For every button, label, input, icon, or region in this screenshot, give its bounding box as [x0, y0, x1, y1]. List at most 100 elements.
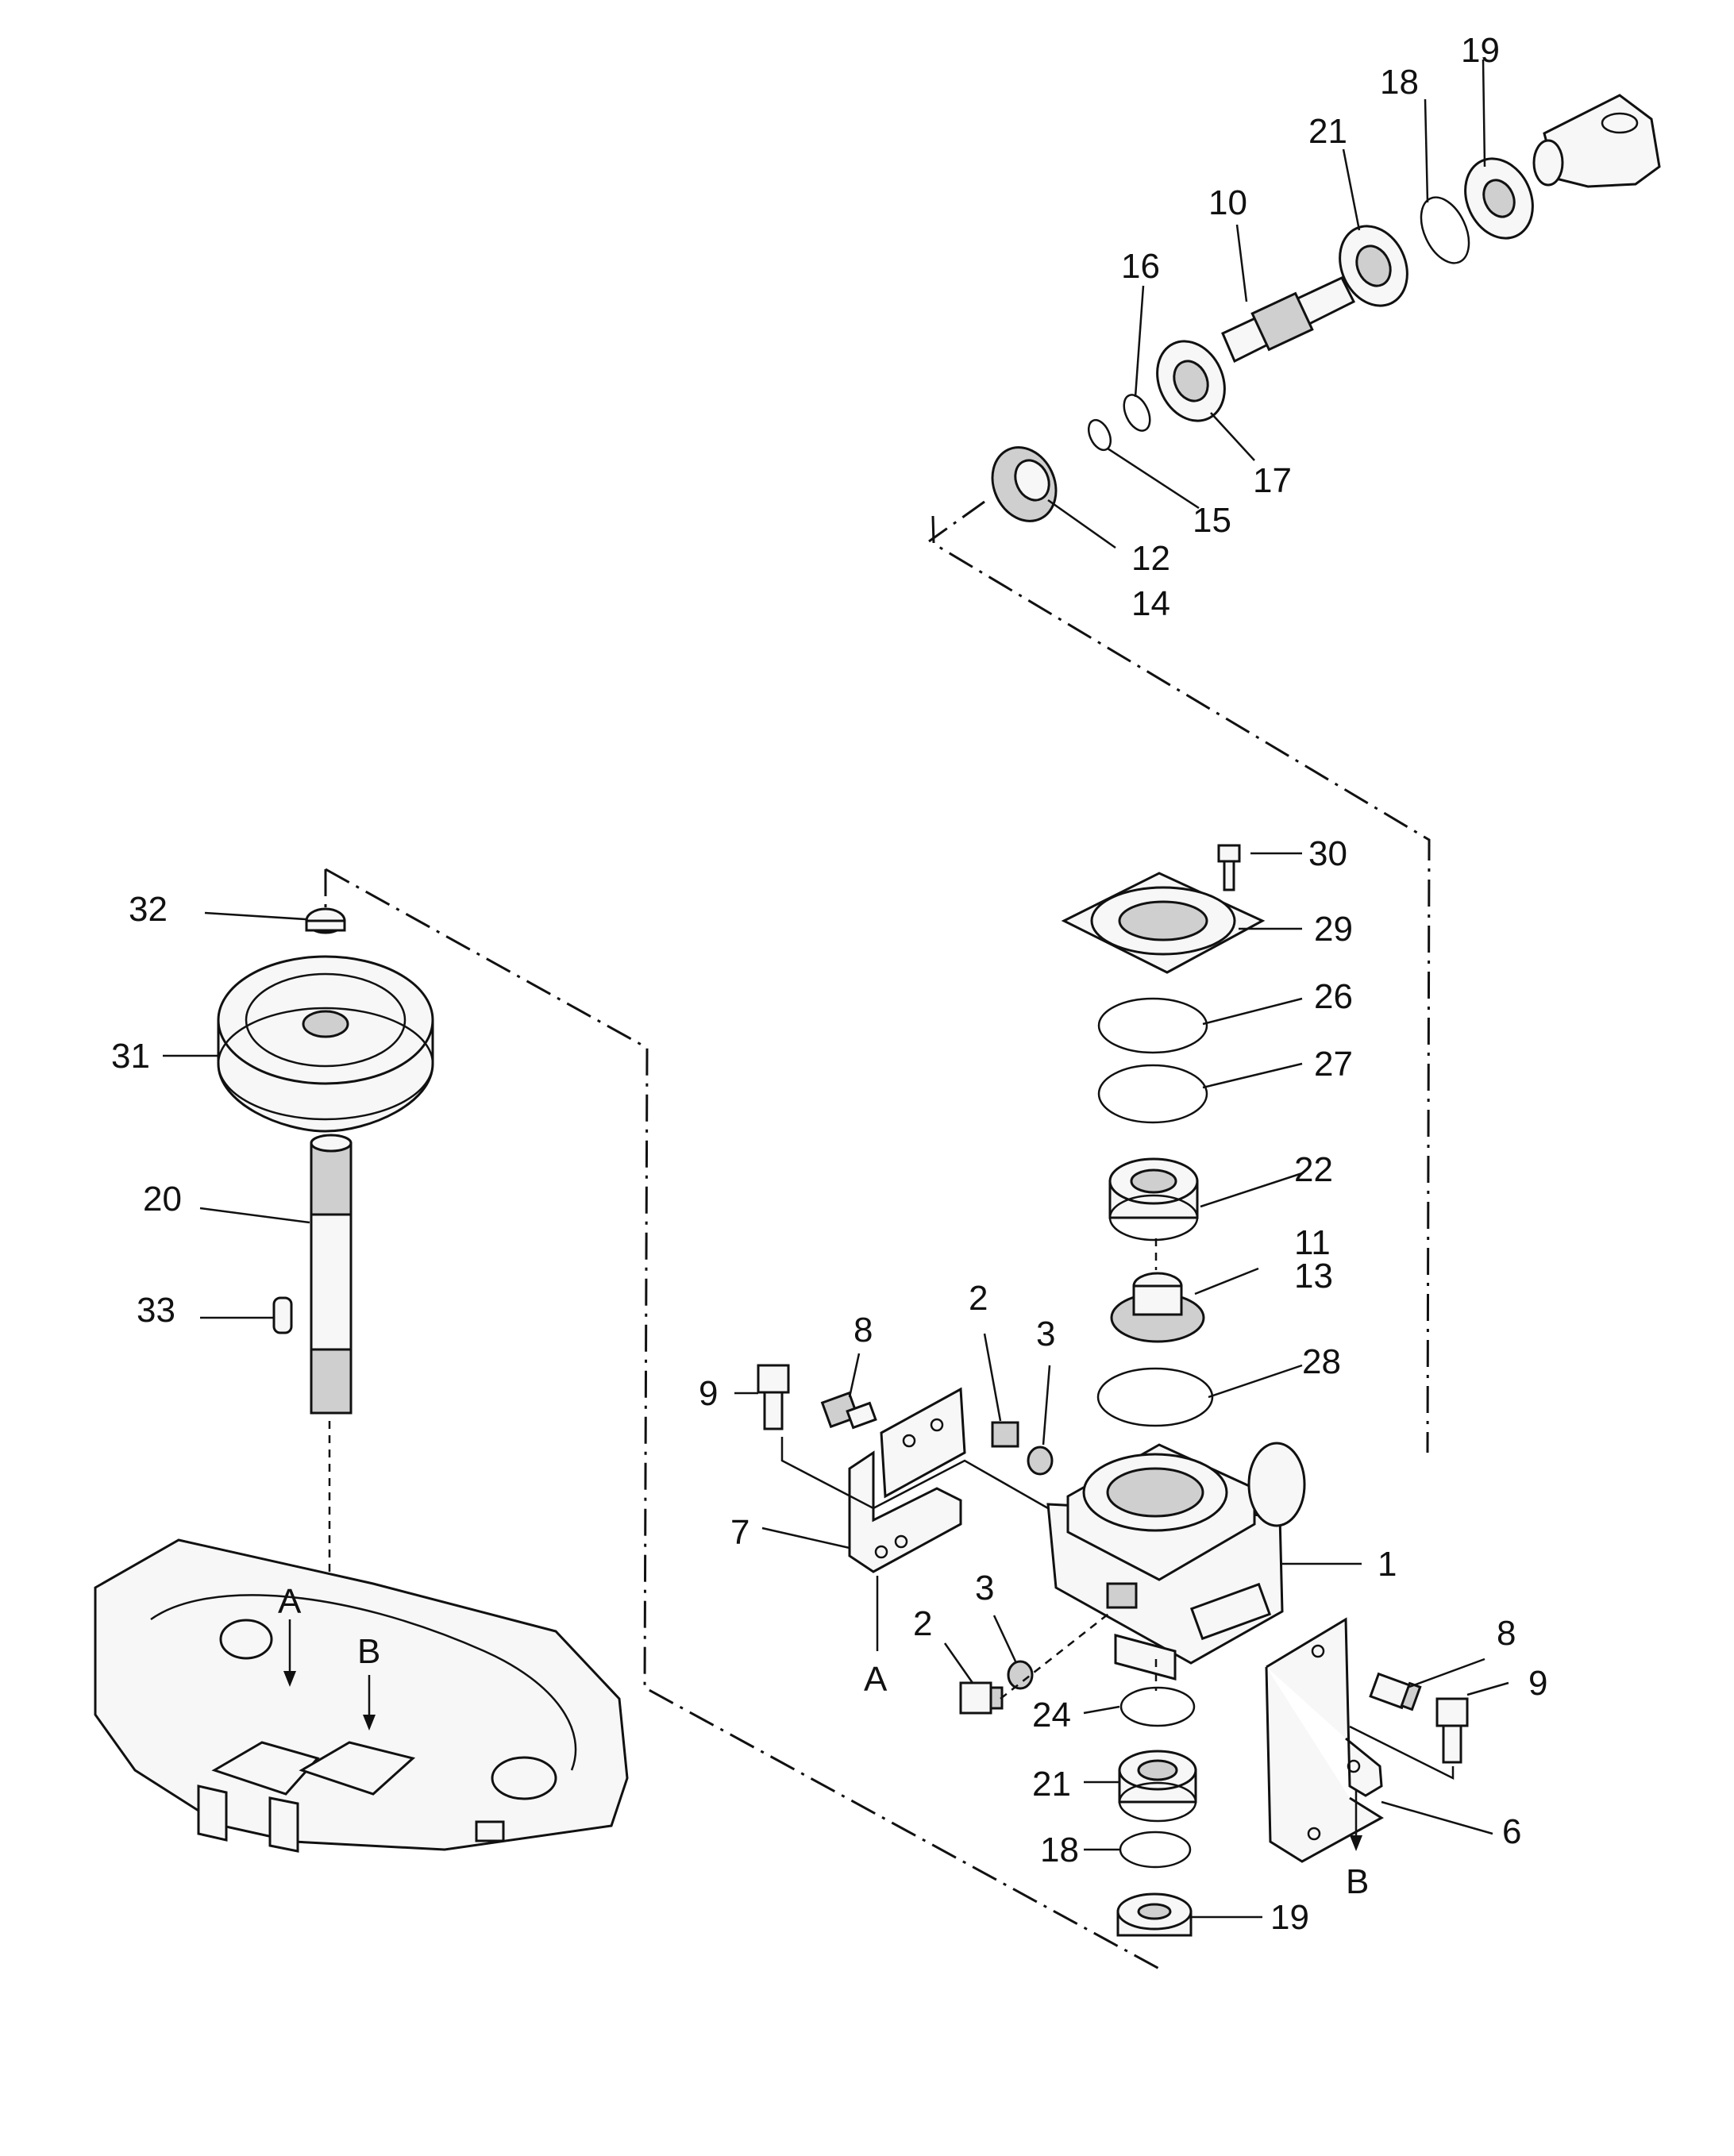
callout-14: 14: [1131, 584, 1170, 623]
mower-deck-icon: [94, 1538, 629, 1853]
bolt-8-right-icon: [1369, 1672, 1422, 1711]
spindle-assembly-frame: [325, 868, 1160, 1970]
callout-16: 16: [1121, 247, 1160, 286]
leader-16: [1134, 285, 1145, 398]
callout-29: 29: [1314, 910, 1353, 949]
bolt-9-right-icon: [1435, 1697, 1469, 1764]
plug-2-lower-icon: [959, 1681, 1004, 1715]
gearbox-assembly-frame: [931, 515, 1431, 1453]
callout-8-left: 8: [854, 1311, 873, 1349]
callout-26: 26: [1314, 977, 1353, 1016]
callout-18-bottom: 18: [1040, 1831, 1079, 1869]
callout-a-bracket: A: [864, 1660, 888, 1699]
bearing-cover-29-icon: [1061, 872, 1266, 974]
leader-19-top: [1482, 59, 1486, 167]
callout-b-deck: B: [357, 1632, 380, 1671]
bevel-gear-12-icon: [991, 446, 1058, 522]
callout-2-lower: 2: [913, 1604, 932, 1643]
leader-32: [204, 911, 306, 921]
leader-2-upper: [983, 1333, 1002, 1422]
bolt-9-left-icon: [757, 1364, 790, 1430]
leader-7: [761, 1527, 850, 1550]
callout-18-top: 18: [1380, 63, 1419, 102]
callout-17: 17: [1253, 461, 1292, 500]
callout-24: 24: [1032, 1696, 1071, 1734]
bracket-6-icon: [1265, 1617, 1384, 1863]
spindle-shaft-20-icon: [310, 1134, 353, 1415]
leader-3-lower: [992, 1615, 1018, 1664]
callout-20: 20: [143, 1180, 182, 1219]
bearing-21-bottom-icon: [1118, 1750, 1197, 1823]
washer-3-lower-icon: [1007, 1660, 1034, 1690]
leader-2-lower: [943, 1642, 974, 1684]
input-shaft-10-icon: [1221, 276, 1356, 364]
leader-12: [1047, 499, 1116, 549]
bracket-7-icon: [848, 1387, 966, 1573]
callout-3-upper: 3: [1036, 1315, 1055, 1353]
gasket-26-icon: [1097, 997, 1208, 1054]
nut-32-icon: [305, 907, 346, 934]
leader-6: [1381, 1800, 1493, 1835]
bearing-21-top-icon: [1339, 225, 1408, 307]
callout-31: 31: [111, 1037, 150, 1076]
leader-17: [1210, 412, 1255, 461]
callout-12: 12: [1131, 539, 1170, 578]
snap-ring-15-icon: [1087, 418, 1112, 452]
leader-3-upper: [1042, 1365, 1051, 1446]
bracket-b-arrowhead: [1350, 1835, 1362, 1851]
callout-32: 32: [129, 890, 168, 929]
leader-28: [1208, 1364, 1303, 1399]
callout-27: 27: [1314, 1045, 1353, 1084]
callout-1: 1: [1378, 1545, 1397, 1584]
bolt-9-right-guide: [1349, 1725, 1455, 1781]
bearing-17-icon: [1156, 340, 1226, 422]
callout-6: 6: [1502, 1812, 1521, 1851]
leader-18-top: [1424, 98, 1429, 203]
callout-33: 33: [137, 1291, 175, 1330]
deck-a-arrowhead: [283, 1671, 296, 1687]
universal-yoke-icon: [1532, 94, 1661, 188]
callout-15: 15: [1193, 501, 1231, 540]
o-ring-28-icon: [1096, 1367, 1214, 1427]
callout-22: 22: [1294, 1150, 1333, 1189]
bolt-9-left-guide: [780, 1437, 1049, 1510]
plug-2-lower-guide: [1000, 1611, 1112, 1700]
pulley-31-icon: [217, 955, 434, 1133]
callout-2-upper: 2: [969, 1279, 988, 1318]
callout-11: 11: [1294, 1223, 1331, 1262]
callout-19-bottom: 19: [1270, 1898, 1309, 1937]
callout-9-left: 9: [699, 1374, 718, 1413]
input-shaft-frame: [928, 500, 985, 543]
callout-19-top: 19: [1461, 31, 1500, 70]
leader-26: [1202, 997, 1303, 1026]
leader-24: [1083, 1705, 1120, 1715]
deck-b-arrowhead: [363, 1715, 376, 1731]
shim-16-icon: [1123, 394, 1151, 432]
leader-11-13: [1194, 1267, 1259, 1296]
gasket-27-icon: [1097, 1064, 1208, 1124]
leader-8-right: [1408, 1657, 1485, 1688]
callout-b-bracket: B: [1346, 1862, 1369, 1901]
snap-ring-18-top-icon: [1420, 196, 1470, 264]
callout-9-right: 9: [1528, 1664, 1547, 1703]
plug-2-upper-icon: [991, 1421, 1019, 1448]
callout-21-top: 21: [1308, 112, 1347, 151]
leader-9-right: [1466, 1681, 1509, 1696]
gearbox-housing-1-icon: [1046, 1442, 1306, 1681]
bolt-30-icon: [1217, 844, 1241, 891]
callout-8-right: 8: [1497, 1614, 1516, 1653]
leader-22: [1200, 1172, 1303, 1208]
callout-3-lower: 3: [975, 1569, 994, 1607]
key-33-icon: [272, 1296, 293, 1334]
snap-ring-18-bottom-icon: [1119, 1831, 1192, 1869]
leader-10: [1235, 224, 1248, 302]
bolt-8-left-icon: [820, 1391, 877, 1430]
callout-a-deck: A: [278, 1582, 302, 1621]
leader-27: [1202, 1062, 1303, 1089]
callout-30: 30: [1308, 834, 1347, 873]
leader-8-left: [848, 1353, 861, 1398]
callout-7: 7: [730, 1513, 749, 1552]
snap-ring-24-icon: [1119, 1686, 1196, 1727]
callout-28: 28: [1302, 1342, 1341, 1381]
